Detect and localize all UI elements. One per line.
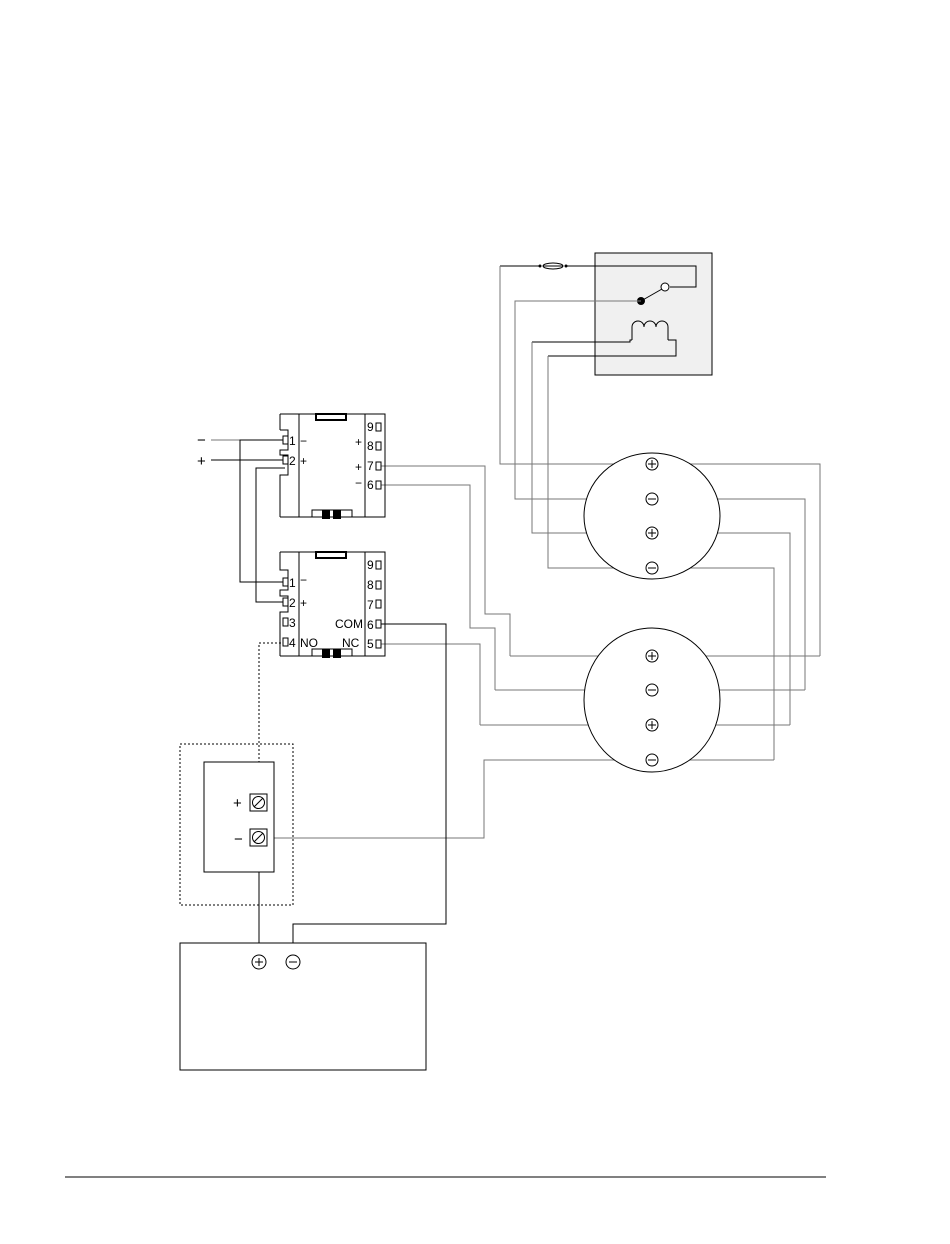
terminal-2-sign: +: [300, 596, 307, 610]
input-plus-sign: +: [197, 453, 206, 470]
terminal-1-label: 1: [289, 576, 296, 590]
terminal-2-label: 2: [289, 454, 296, 468]
terminal-8-sign: +: [355, 435, 362, 449]
power-supply-body: [180, 943, 426, 1070]
terminal-5-label: 5: [367, 637, 374, 651]
plus-terminal-icon: [646, 527, 658, 539]
input-minus-sign: −: [197, 432, 206, 449]
terminal-3-label: 3: [289, 616, 296, 630]
relay-module-top: 1 2 − + 9 8 7 6 + + −: [280, 414, 385, 519]
terminal-7-sign: +: [355, 460, 362, 474]
minus-terminal-icon: [646, 754, 658, 766]
minus-terminal-icon: [646, 493, 658, 505]
relay-contact-open: [661, 283, 669, 291]
relay-body: [595, 253, 712, 375]
panel-minus-label: −: [234, 831, 243, 848]
panel-plus-label: +: [233, 795, 242, 812]
terminal-6-label: 6: [367, 618, 374, 632]
terminal-1-sign: −: [300, 434, 307, 448]
smoke-detector-2: [584, 628, 720, 772]
minus-terminal-icon: [646, 684, 658, 696]
power-supply: [180, 943, 426, 1070]
screw-terminal-icon: [250, 829, 267, 846]
screw-terminal-icon: [250, 794, 267, 811]
terminal-7-label: 7: [367, 598, 374, 612]
plus-terminal-icon: [252, 955, 266, 969]
panel-terminal-block: [204, 762, 274, 872]
smoke-detector-1: [584, 453, 720, 579]
terminal-9-label: 9: [367, 558, 374, 572]
terminal-4-label: 4: [289, 636, 296, 650]
terminal-6-label: 6: [367, 478, 374, 492]
plus-terminal-icon: [646, 650, 658, 662]
minus-terminal-icon: [286, 955, 300, 969]
detector-base: [584, 453, 720, 579]
terminal-1-sign: −: [300, 573, 307, 587]
com-contact-label: COM: [335, 617, 363, 631]
plus-terminal-icon: [646, 719, 658, 731]
terminal-1-label: 1: [289, 434, 296, 448]
plus-terminal-icon: [646, 458, 658, 470]
terminal-2-label: 2: [289, 596, 296, 610]
relay-module-bottom: 1 2 3 4 − + NO COM NC 9 8 7 6 5: [280, 552, 385, 658]
terminal-8-label: 8: [367, 439, 374, 453]
terminal-6-sign: −: [355, 476, 362, 490]
control-panel: + −: [180, 744, 293, 905]
minus-terminal-icon: [646, 562, 658, 574]
terminal-9-label: 9: [367, 420, 374, 434]
terminal-7-label: 7: [367, 459, 374, 473]
nc-contact-label: NC: [342, 636, 360, 650]
terminal-8-label: 8: [367, 578, 374, 592]
terminal-2-sign: +: [300, 454, 307, 468]
no-contact-label: NO: [300, 636, 318, 650]
